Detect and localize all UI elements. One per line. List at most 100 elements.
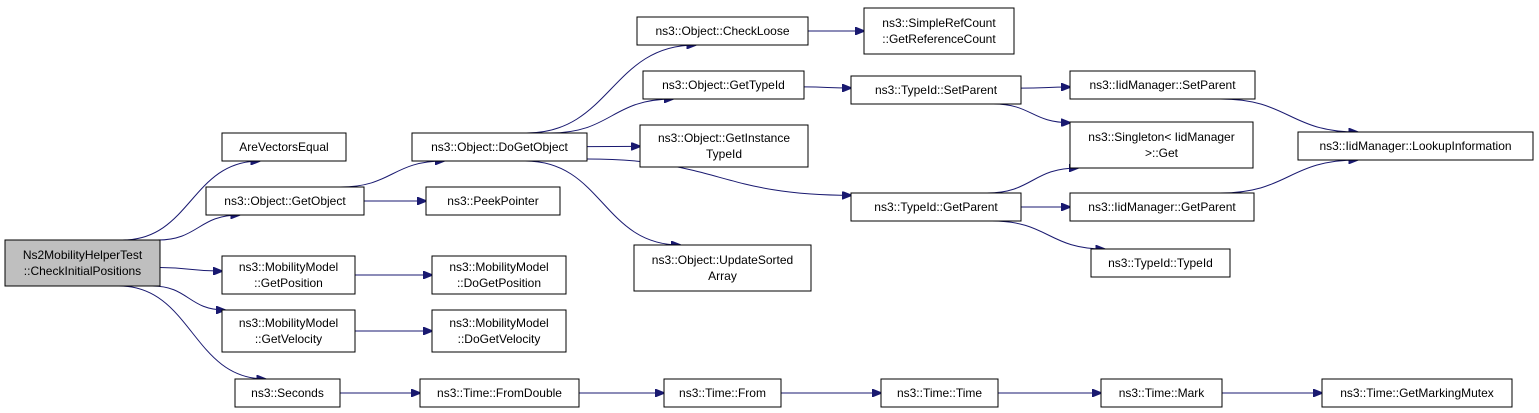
edge-getobject-to-dogetobject bbox=[340, 161, 444, 188]
node-typeidsetparent[interactable]: ns3::TypeId::SetParent bbox=[850, 75, 1022, 105]
node-label: Ns2MobilityHelperTest bbox=[23, 248, 143, 262]
node-box[interactable] bbox=[1069, 192, 1255, 222]
node-label: ns3::Time::Mark bbox=[1119, 386, 1206, 400]
node-box[interactable] bbox=[234, 378, 341, 408]
node-label: AreVectorsEqual bbox=[239, 140, 328, 154]
node-box[interactable] bbox=[663, 378, 782, 408]
edge-dogetobject-to-updatesortedarray bbox=[525, 160, 680, 245]
node-box[interactable] bbox=[1321, 378, 1513, 408]
edge-typeidgetparent-to-typeidtypeid bbox=[992, 220, 1104, 249]
node-iidgetparent[interactable]: ns3::IidManager::GetParent bbox=[1069, 192, 1255, 222]
node-box[interactable] bbox=[419, 378, 580, 408]
node-box[interactable] bbox=[425, 186, 561, 216]
node-timetime[interactable]: ns3::Time::Time bbox=[880, 378, 999, 408]
node-box[interactable] bbox=[636, 16, 809, 46]
node-box[interactable] bbox=[1069, 70, 1256, 100]
node-arevectorsequal[interactable]: AreVectorsEqual bbox=[221, 132, 347, 162]
node-getobject[interactable]: ns3::Object::GetObject bbox=[205, 186, 365, 216]
node-box[interactable] bbox=[221, 309, 356, 353]
node-label: ns3::Object::UpdateSorted bbox=[652, 253, 793, 267]
node-getmarkingmutex[interactable]: ns3::Time::GetMarkingMutex bbox=[1321, 378, 1513, 408]
node-getvelocity[interactable]: ns3::MobilityModel::GetVelocity bbox=[221, 309, 356, 353]
node-box[interactable] bbox=[221, 132, 347, 162]
node-box[interactable] bbox=[633, 244, 812, 292]
node-peekpointer[interactable]: ns3::PeekPointer bbox=[425, 186, 561, 216]
edge-typeidsetparent-to-singletonget bbox=[993, 103, 1070, 123]
node-label: ns3::Time::From bbox=[679, 386, 766, 400]
node-label: ns3::Object::DoGetObject bbox=[431, 140, 568, 154]
edge-typeidsetparent-to-iidsetparent bbox=[1020, 87, 1070, 88]
edge-typeidgetparent-to-singletonget bbox=[986, 168, 1078, 194]
node-box[interactable] bbox=[431, 309, 567, 353]
node-label: ns3::TypeId::GetParent bbox=[874, 200, 998, 214]
edge-iidsetparent-to-lookupinformation bbox=[1220, 98, 1358, 132]
node-typeidtypeid[interactable]: ns3::TypeId::TypeId bbox=[1090, 248, 1231, 278]
node-box[interactable] bbox=[863, 7, 1015, 55]
node-label: ns3::MobilityModel bbox=[449, 260, 548, 274]
node-label: ns3::Object::GetObject bbox=[224, 194, 346, 208]
node-box[interactable] bbox=[1069, 121, 1254, 169]
node-box[interactable] bbox=[205, 186, 365, 216]
node-box[interactable] bbox=[1100, 378, 1223, 408]
node-typeidgetparent[interactable]: ns3::TypeId::GetParent bbox=[850, 192, 1022, 222]
nodes-layer: Ns2MobilityHelperTest::CheckInitialPosit… bbox=[4, 7, 1534, 408]
node-box[interactable] bbox=[880, 378, 999, 408]
node-label: ::DoGetPosition bbox=[457, 276, 541, 290]
node-singletonget[interactable]: ns3::Singleton< IidManager >::Get bbox=[1069, 121, 1254, 169]
node-label: ns3::MobilityModel bbox=[239, 316, 338, 330]
edge-dogetobject-to-checkloose bbox=[526, 45, 695, 134]
node-seconds[interactable]: ns3::Seconds bbox=[234, 378, 341, 408]
node-root[interactable]: Ns2MobilityHelperTest::CheckInitialPosit… bbox=[4, 239, 161, 287]
node-fromdouble[interactable]: ns3::Time::FromDouble bbox=[419, 378, 580, 408]
node-timefrom[interactable]: ns3::Time::From bbox=[663, 378, 782, 408]
node-dogetposition[interactable]: ns3::MobilityModel::DoGetPosition bbox=[431, 255, 567, 295]
node-getposition[interactable]: ns3::MobilityModel::GetPosition bbox=[221, 255, 356, 295]
node-label: Array bbox=[708, 269, 737, 283]
node-iidsetparent[interactable]: ns3::IidManager::SetParent bbox=[1069, 70, 1256, 100]
node-label: ns3::MobilityModel bbox=[239, 260, 338, 274]
node-label: ns3::MobilityModel bbox=[449, 316, 548, 330]
node-box[interactable] bbox=[850, 75, 1022, 105]
edge-root-to-seconds bbox=[118, 285, 266, 379]
edge-dogetobject-to-gettypeid bbox=[550, 99, 673, 134]
node-dogetobject[interactable]: ns3::Object::DoGetObject bbox=[411, 132, 588, 162]
node-label: ::GetVelocity bbox=[255, 332, 322, 346]
node-label: ns3::Time::FromDouble bbox=[437, 386, 562, 400]
node-box[interactable] bbox=[4, 239, 161, 287]
node-box[interactable] bbox=[850, 192, 1022, 222]
node-getreferencecount[interactable]: ns3::SimpleRefCount::GetReferenceCount bbox=[863, 7, 1015, 55]
node-lookupinformation[interactable]: ns3::IidManager::LookupInformation bbox=[1297, 131, 1534, 161]
node-box[interactable] bbox=[1090, 248, 1231, 278]
node-label: ns3::IidManager::SetParent bbox=[1089, 78, 1236, 92]
node-box[interactable] bbox=[1297, 131, 1534, 161]
node-timemark[interactable]: ns3::Time::Mark bbox=[1100, 378, 1223, 408]
node-label: ns3::Time::GetMarkingMutex bbox=[1340, 386, 1494, 400]
node-label: ns3::Object::GetInstance bbox=[658, 131, 790, 145]
edge-root-to-getvelocity bbox=[152, 285, 225, 310]
edge-root-to-arevectorsequal bbox=[122, 161, 259, 241]
node-label: ns3::IidManager::GetParent bbox=[1088, 200, 1236, 214]
node-box[interactable] bbox=[642, 70, 805, 100]
node-label: ns3::TypeId::TypeId bbox=[1108, 256, 1213, 270]
node-label: ns3::SimpleRefCount bbox=[882, 16, 996, 30]
node-label: ns3::PeekPointer bbox=[447, 194, 538, 208]
node-label: ns3::Object::CheckLoose bbox=[655, 24, 789, 38]
node-gettypeid[interactable]: ns3::Object::GetTypeId bbox=[642, 70, 805, 100]
node-label: TypeId bbox=[706, 147, 742, 161]
node-box[interactable] bbox=[411, 132, 588, 162]
node-dogetvelocity[interactable]: ns3::MobilityModel::DoGetVelocity bbox=[431, 309, 567, 353]
node-box[interactable] bbox=[639, 124, 809, 168]
edge-root-to-getobject bbox=[157, 215, 240, 241]
node-box[interactable] bbox=[431, 255, 567, 295]
node-label: >::Get bbox=[1145, 146, 1179, 160]
node-label: ns3::Object::GetTypeId bbox=[662, 78, 785, 92]
edge-iidgetparent-to-lookupinformation bbox=[1220, 160, 1357, 194]
node-label: ::GetReferenceCount bbox=[882, 32, 996, 46]
edge-dogetobject-to-typeidgetparent bbox=[586, 158, 851, 195]
edges-layer bbox=[118, 31, 1358, 393]
node-box[interactable] bbox=[221, 255, 356, 295]
node-checkloose[interactable]: ns3::Object::CheckLoose bbox=[636, 16, 809, 46]
